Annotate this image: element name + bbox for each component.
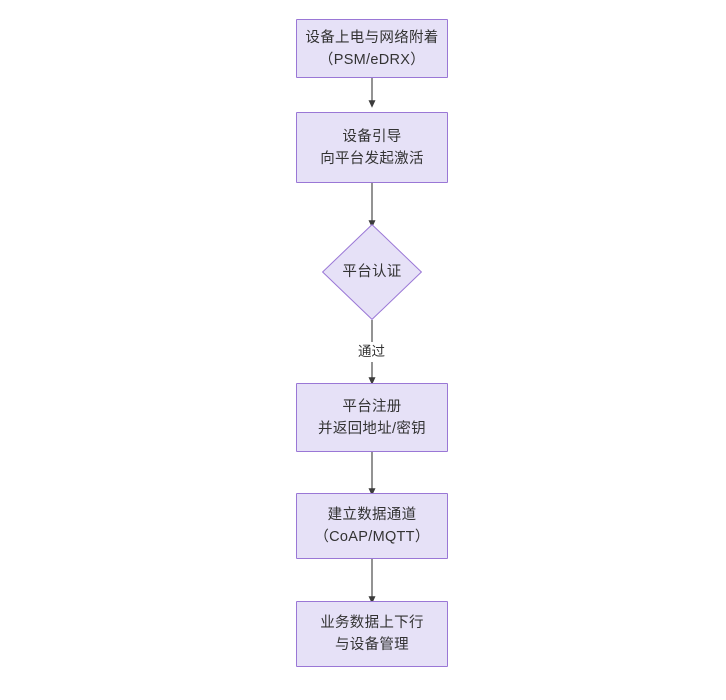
node-label: 平台注册 并返回地址/密钥 — [318, 398, 426, 437]
node-label: 设备引导 向平台发起激活 — [320, 128, 424, 167]
node-platform-registration[interactable]: 平台注册 并返回地址/密钥 — [296, 383, 448, 452]
node-label: 业务数据上下行 与设备管理 — [320, 615, 424, 653]
diamond-icon — [322, 224, 422, 320]
node-business-data-and-device-management[interactable]: 业务数据上下行 与设备管理 — [296, 601, 448, 667]
node-label: 建立数据通道 （CoAP/MQTT） — [314, 507, 430, 545]
node-device-power-on[interactable]: 设备上电与网络附着 （PSM/eDRX） — [296, 19, 448, 78]
node-platform-authentication[interactable]: 平台认证 — [322, 224, 422, 320]
node-label: 设备上电与网络附着 （PSM/eDRX） — [305, 29, 439, 68]
node-device-bootstrap[interactable]: 设备引导 向平台发起激活 — [296, 112, 448, 183]
edge-label-pass: 通过 — [355, 342, 388, 362]
node-establish-data-channel[interactable]: 建立数据通道 （CoAP/MQTT） — [296, 493, 448, 559]
node-label: 平台认证 — [342, 264, 402, 280]
